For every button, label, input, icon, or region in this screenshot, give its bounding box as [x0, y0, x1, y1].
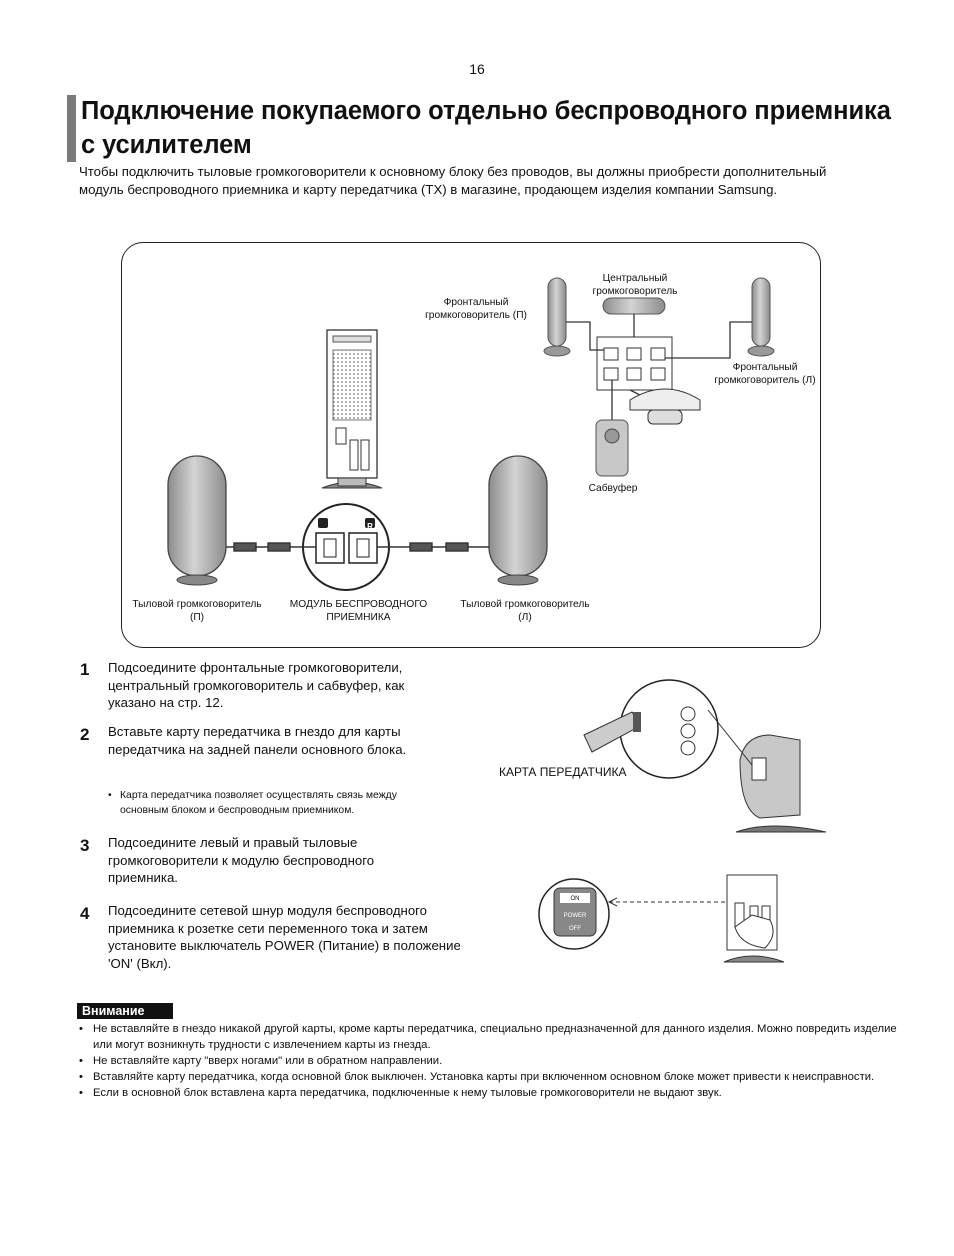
step-3-number: 3 — [80, 836, 90, 855]
step-2-text: Вставьте карту передатчика в гнездо для … — [108, 724, 407, 757]
connection-diagram-frame — [121, 242, 821, 648]
step-3-text: Подсоедините левый и правый тыловые гром… — [108, 835, 375, 885]
caution-item: Если в основной блок вставлена карта пер… — [79, 1085, 899, 1101]
center-speaker-label: Центральный громкоговоритель — [592, 273, 678, 297]
caution-item: Не вставляйте карту "вверх ногами" или в… — [79, 1053, 899, 1069]
power-switch-on: ON — [570, 896, 580, 902]
tx-card-label: КАРТА ПЕРЕДАТЧИКА — [499, 765, 627, 779]
front-left-speaker-label: Фронтальный громкоговоритель (Л) — [714, 362, 816, 386]
caution-item: Не вставляйте в гнездо никакой другой ка… — [79, 1021, 899, 1053]
rear-left-label: Тыловой громкоговоритель (Л) — [460, 599, 590, 623]
title-accent-bar — [67, 95, 76, 162]
step-4-text: Подсоедините сетевой шнур модуля беспров… — [108, 903, 461, 971]
rear-left-speaker-icon — [488, 455, 548, 586]
step-4-number: 4 — [80, 904, 90, 923]
channel-r-label: R — [367, 522, 373, 531]
subwoofer-label: Сабвуфер — [588, 483, 638, 494]
page-title: Подключение покупаемого отдельно беспров… — [81, 97, 891, 159]
step-2-note-text: Карта передатчика позволяет осуществлять… — [120, 790, 397, 816]
power-switch-illustration — [538, 874, 785, 963]
power-switch-power: POWER — [563, 913, 587, 919]
front-left-speaker-icon — [747, 277, 775, 357]
main-unit-tower-icon — [321, 329, 383, 489]
step-2-note: •Карта передатчика позволяет осуществлят… — [108, 790, 397, 816]
front-right-speaker-icon — [543, 277, 571, 357]
center-speaker-icon — [602, 297, 666, 315]
step-1-text: Подсоедините фронтальные громкоговорител… — [108, 660, 405, 710]
tx-card-illustration — [583, 679, 827, 833]
caution-item: Вставляйте карту передатчика, когда осно… — [79, 1069, 899, 1085]
power-switch-off: OFF — [569, 926, 581, 932]
intro-paragraph: Чтобы подключить тыловые громкоговорител… — [79, 164, 827, 197]
subwoofer-icon — [595, 419, 629, 477]
wireless-module-label: МОДУЛЬ БЕСПРОВОДНОГО ПРИЕМНИКА — [289, 599, 428, 623]
caution-list: Не вставляйте в гнездо никакой другой ка… — [79, 1021, 899, 1101]
main-unit-small-icon — [629, 388, 701, 425]
channel-l-label: L — [327, 522, 333, 531]
caution-label: Внимание — [77, 1003, 173, 1019]
speaker-terminal-panel — [596, 336, 673, 391]
step-2-number: 2 — [80, 725, 90, 744]
page-number: 16 — [469, 61, 485, 77]
front-right-speaker-label: Фронтальный громкоговоритель (П) — [425, 297, 527, 321]
rear-right-speaker-icon — [167, 455, 227, 586]
rear-right-label: Тыловой громкоговоритель (П) — [132, 599, 262, 623]
step-1-number: 1 — [80, 660, 90, 679]
